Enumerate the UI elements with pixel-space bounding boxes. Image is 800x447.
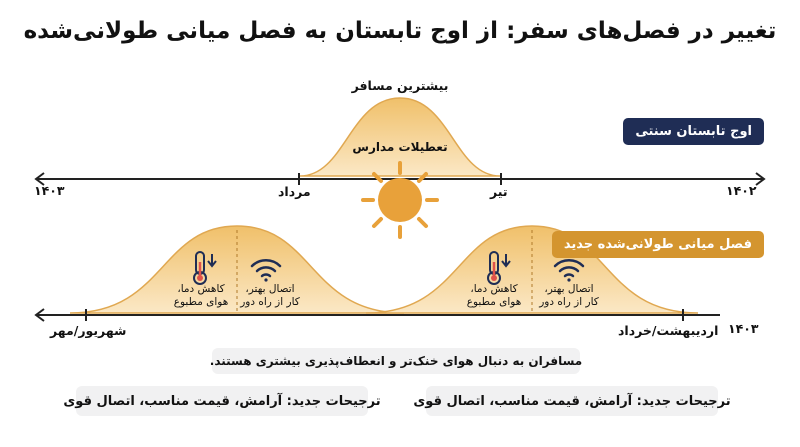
page-title: تغییر در فصل‌های سفر: از اوج تابستان به … xyxy=(23,18,777,44)
connectivity-text-right: اتصال بهتر، کار از راه دور xyxy=(539,283,599,308)
month-mordad: مرداد xyxy=(278,184,311,199)
extended-season-hump-right xyxy=(365,225,699,314)
summer-peak-curve xyxy=(299,97,501,177)
wifi-icon xyxy=(553,259,585,282)
season-shahrivar-mehr: شهریور/مهر xyxy=(50,323,127,338)
thermometer-down-icon xyxy=(487,251,511,285)
top-axis-left-year: ۱۴۰۳ xyxy=(34,183,65,198)
top-axis-right-year: ۱۴۰۲ xyxy=(726,183,757,198)
bottom-axis-year: ۱۴۰۳ xyxy=(728,321,759,336)
top-axis-left-arrow xyxy=(34,172,45,186)
season-ordibehesht-khordad: اردیبهشت/خرداد xyxy=(618,323,719,338)
wifi-icon xyxy=(250,259,282,282)
traditional-peak-legend: اوج تابستان سنتی xyxy=(623,118,764,145)
peak-label: بیشترین مسافر xyxy=(351,78,449,93)
preferences-box-left: ترجیحات جدید: آرامش، قیمت مناسب، اتصال ق… xyxy=(63,386,381,416)
connectivity-text-left: اتصال بهتر، کار از راه دور xyxy=(240,283,300,308)
extended-season-hump-left xyxy=(69,225,405,314)
month-tir: تیر xyxy=(490,184,508,199)
bottom-axis-left-arrow xyxy=(34,308,45,322)
extended-season-legend: فصل میانی طولانی‌شده جدید xyxy=(551,231,764,258)
thermometer-down-icon xyxy=(193,251,217,285)
cooling-text-left: کاهش دما، هوای مطبوع xyxy=(173,283,229,308)
preferences-box-right: ترجیحات جدید: آرامش، قیمت مناسب، اتصال ق… xyxy=(413,386,731,416)
cooling-text-right: کاهش دما، هوای مطبوع xyxy=(466,283,522,308)
travelers-note: مسافران به دنبال هوای خنک‌تر و انعطاف‌پذ… xyxy=(210,348,582,374)
school-holidays-label: تعطیلات مدارس xyxy=(352,140,448,154)
top-axis-right-arrow xyxy=(755,172,766,186)
sun-icon xyxy=(361,161,439,239)
